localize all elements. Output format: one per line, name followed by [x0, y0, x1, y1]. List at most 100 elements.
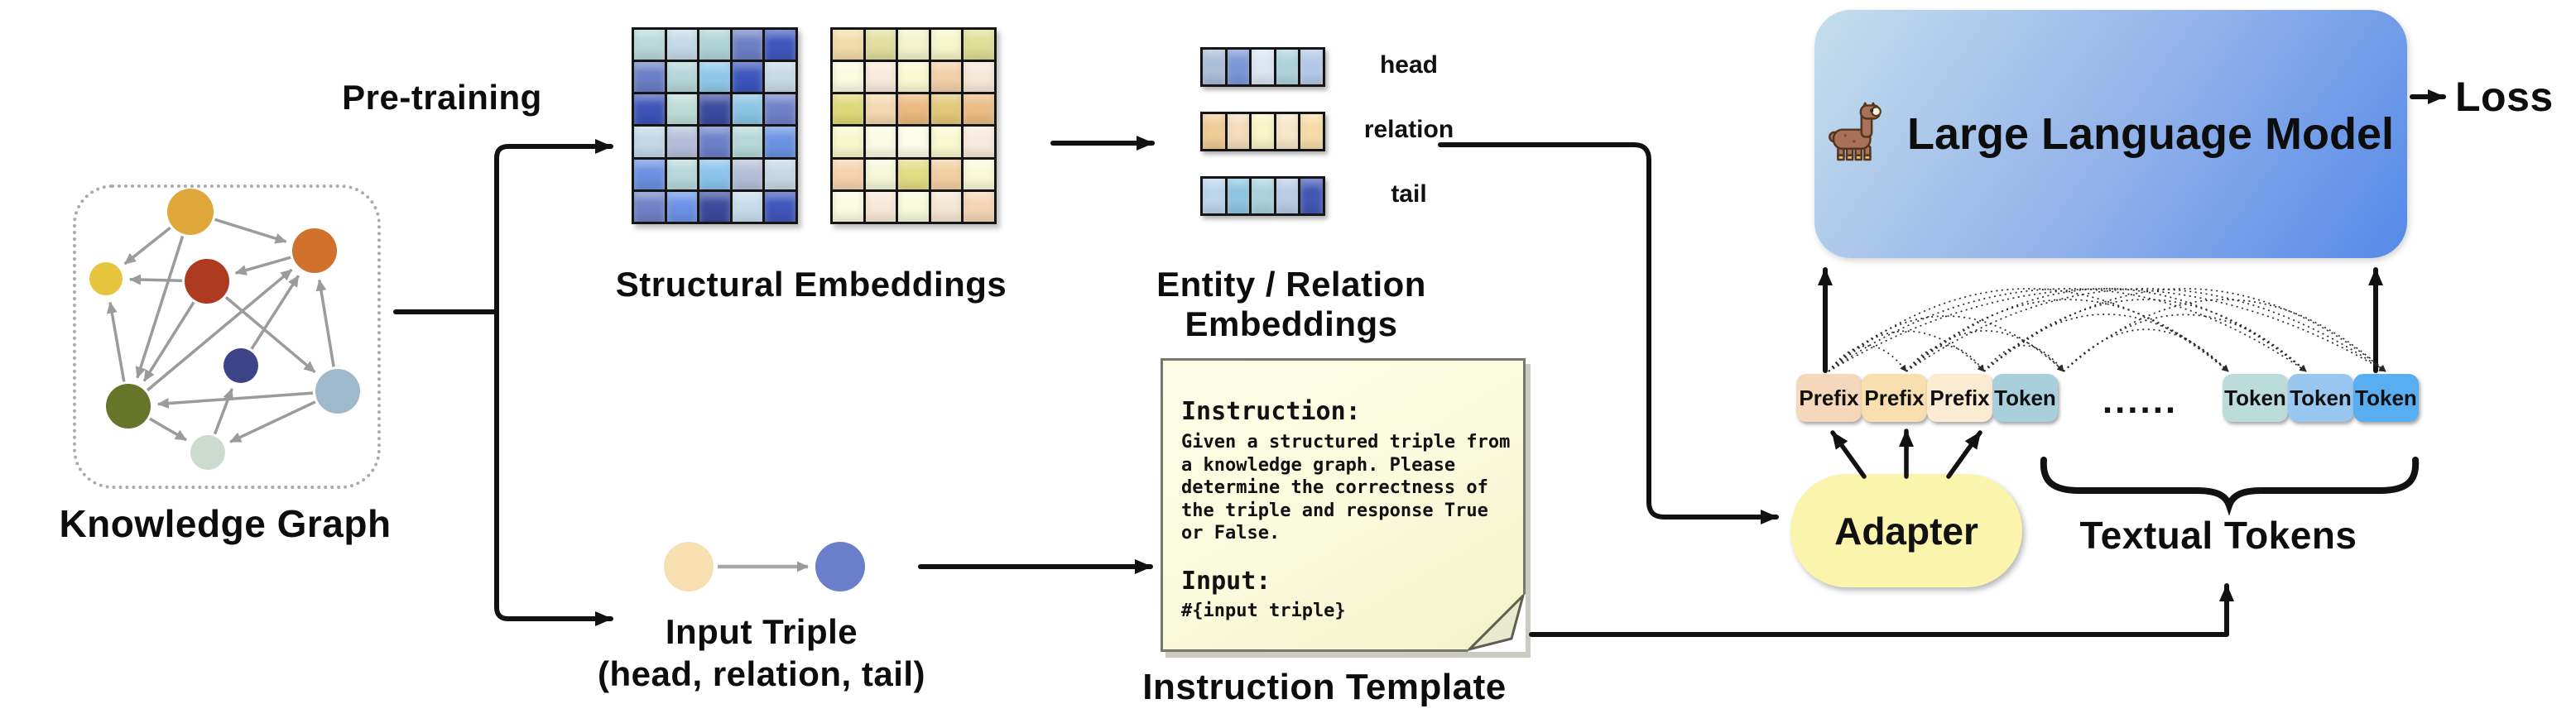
token-ellipsis: ...... — [2102, 381, 2179, 421]
matrix-cell — [666, 30, 698, 60]
vector-cell — [1300, 179, 1323, 213]
token-box: Token — [1992, 374, 2058, 422]
matrix-cell — [699, 159, 730, 189]
large-language-model-box: Large Language Model — [1814, 10, 2407, 258]
input-triple-label: Input Triple — [665, 612, 858, 651]
matrix-cell — [699, 127, 730, 157]
token-box: Token — [2223, 374, 2288, 422]
textual-tokens-brace — [2040, 457, 2420, 516]
matrix-cell — [666, 191, 698, 222]
attention-arc — [2063, 299, 2386, 372]
matrix-cell — [634, 159, 665, 189]
head-label: head — [1379, 51, 1439, 79]
input-placeholder-value: #{input triple} — [1181, 600, 1346, 621]
matrix-cell — [732, 62, 763, 93]
matrix-cell — [865, 30, 896, 60]
tail-label: tail — [1391, 180, 1427, 208]
loss-label: Loss — [2455, 74, 2554, 120]
adapter-label: Adapter — [1834, 509, 1978, 553]
matrix-cell — [833, 159, 863, 189]
token-box: Token — [2288, 374, 2353, 422]
matrix-cell — [732, 159, 763, 189]
matrix-cell — [930, 94, 962, 125]
textual-tokens-label: Textual Tokens — [2079, 514, 2357, 557]
folded-corner-icon — [1468, 594, 1526, 652]
attention-arc — [1906, 288, 2307, 372]
adapter-to-prefix-arrows — [1830, 429, 1982, 479]
kg-branch-arrows — [393, 139, 613, 626]
matrix-cell — [833, 191, 863, 222]
template-to-tokens-arrow — [1529, 583, 2234, 637]
vector-cell — [1252, 50, 1274, 84]
matrix-cell — [930, 191, 962, 222]
matrix-cell — [765, 62, 795, 93]
matrix-cell — [666, 127, 698, 157]
attention-arc — [1983, 344, 2064, 372]
matrix-cell — [865, 159, 896, 189]
matrix-cell — [732, 127, 763, 157]
matrix-cell — [898, 30, 929, 60]
triple-head-node — [664, 542, 714, 591]
vector-cell — [1252, 179, 1274, 213]
attention-arc — [2063, 328, 2229, 372]
matrix-cell — [964, 159, 994, 189]
matrix-cell — [930, 30, 962, 60]
relation-embedding-matrix — [830, 27, 997, 224]
matrix-cell — [833, 94, 863, 125]
knowledge-graph-box — [73, 184, 381, 489]
matrix-cell — [833, 30, 863, 60]
matrix-cell — [898, 159, 929, 189]
matrix-cell — [833, 127, 863, 157]
llama-icon — [1829, 102, 1882, 161]
matrix-cell — [732, 94, 763, 125]
vector-cell — [1227, 179, 1250, 213]
matrix-cell — [634, 30, 665, 60]
attention-arc — [1906, 288, 2386, 372]
attention-arc — [1828, 288, 2229, 372]
matrix-cell — [765, 159, 795, 189]
triple-tail-node — [815, 542, 865, 591]
matrix-cell — [634, 127, 665, 157]
matrix-cell — [666, 62, 698, 93]
entity-embedding-matrix — [632, 27, 798, 224]
matrix-cell — [898, 94, 929, 125]
matrix-cell — [699, 30, 730, 60]
matrix-cell — [666, 94, 698, 125]
vector-cell — [1276, 179, 1299, 213]
vector-cell — [1276, 114, 1299, 149]
matrix-cell — [898, 62, 929, 93]
vector-cell — [1203, 179, 1225, 213]
input-title: Input: — [1181, 566, 1271, 596]
matrix-cell — [765, 127, 795, 157]
attention-arc — [1906, 345, 1985, 372]
matrix-cell — [865, 94, 896, 125]
vector-cell — [1227, 114, 1250, 149]
prefix-box: Prefix — [1862, 374, 1927, 422]
head-embedding-vector — [1200, 47, 1325, 87]
attention-arc — [1828, 345, 1907, 372]
matrix-cell — [634, 62, 665, 93]
instruction-template-label: Instruction Template — [1142, 667, 1507, 707]
attention-arc — [1906, 330, 2064, 372]
attention-arc — [1906, 299, 2229, 372]
instruction-template-note: Instruction: Given a structured triple f… — [1161, 358, 1526, 652]
matrix-cell — [930, 62, 962, 93]
vector-cell — [1276, 50, 1299, 84]
matrix-cell — [964, 62, 994, 93]
matrix-cell — [898, 191, 929, 222]
matrix-cell — [765, 191, 795, 222]
branch-bracket — [494, 139, 613, 626]
attention-arc — [1828, 288, 2386, 372]
attention-arcs — [1828, 288, 2386, 372]
matrix-cell — [865, 127, 896, 157]
matrix-cell — [833, 62, 863, 93]
matrix-cell — [634, 94, 665, 125]
attention-arc — [1983, 299, 2307, 372]
vector-cell — [1252, 114, 1274, 149]
matrix-cell — [865, 191, 896, 222]
prefix-box: Prefix — [1796, 374, 1862, 422]
matrix-cell — [699, 94, 730, 125]
adapter-box: Adapter — [1790, 474, 2022, 587]
matrix-cell — [930, 159, 962, 189]
